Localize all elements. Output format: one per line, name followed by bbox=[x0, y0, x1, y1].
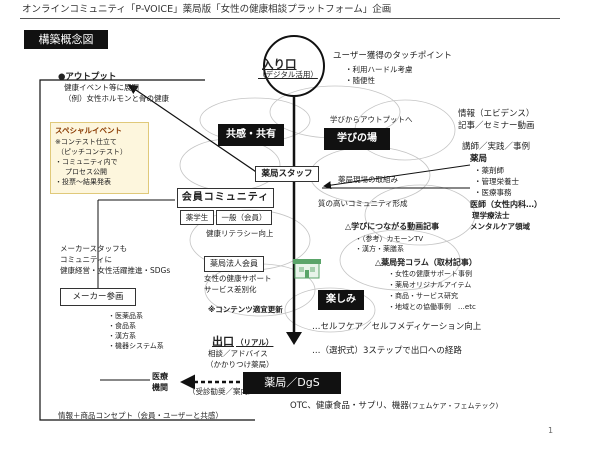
learn-to-output-label: 学びからアウトプットへ bbox=[330, 115, 413, 124]
maker-staff-line-2: コミュニティに bbox=[60, 255, 113, 264]
special-event-line-5: ・投票〜結果発表 bbox=[55, 178, 111, 186]
entry-sub: （デジタル活用） bbox=[258, 70, 318, 79]
column-title: △薬局発コラム（取材記事） bbox=[375, 258, 477, 267]
general-box: 一般（会員） bbox=[216, 210, 272, 225]
left-frame bbox=[39, 79, 255, 421]
pharmacy-item-3: ・医療事務 bbox=[474, 188, 512, 197]
student-box: 薬学生 bbox=[180, 210, 214, 225]
column-item-2: ・薬局オリジナルアイテム bbox=[388, 281, 472, 289]
field-approach-label: 薬局現場の取組み bbox=[338, 175, 398, 184]
maker-box: メーカー参画 bbox=[60, 288, 136, 306]
bottom-info-label: 情報＋商品コンセプト（会員・ユーザーと共感） bbox=[58, 411, 223, 420]
entry-title: 入り口 bbox=[262, 57, 297, 71]
exit-title: 出口 bbox=[212, 335, 234, 348]
output-title: ●アウトプット bbox=[58, 72, 117, 82]
main-arrow-head bbox=[286, 332, 302, 345]
literacy-label: 健康リテラシー向上 bbox=[206, 229, 274, 238]
pharmacy-item-1: ・薬剤師 bbox=[474, 166, 504, 175]
special-event-title: スペシャルイベント bbox=[55, 126, 122, 135]
otc-label: OTC、健康食品・サプリ、機器(フェムケア・フェムテック) bbox=[290, 401, 499, 411]
learn-to-output-arrow bbox=[128, 84, 269, 181]
exit-line-2: （かかりつけ薬局） bbox=[206, 360, 274, 369]
column-item-3: ・商品・サービス研究 bbox=[388, 292, 458, 300]
maker-item-4: ・機器システム系 bbox=[108, 342, 164, 350]
quality-community-label: 質の高いコミュニティ形成 bbox=[318, 199, 408, 208]
empathy-box: 共感・共有 bbox=[218, 124, 284, 146]
selfcare-label: …セルフケア／セルフメディケーション向上 bbox=[312, 322, 482, 332]
concept-label: 構築概念図 bbox=[24, 30, 108, 49]
therapist-line-1: 理学療法士 bbox=[472, 211, 510, 220]
steps-label: …（選択式）3ステップで出口への経路 bbox=[312, 346, 462, 356]
special-event-line-1: ※コンテスト仕立て bbox=[55, 138, 117, 146]
info-title: 情報（エビデンス） bbox=[458, 109, 535, 119]
maker-staff-line-3: 健康経営・女性活躍推進・SDGs bbox=[60, 266, 171, 275]
therapist-line-2: メンタルケア領域 bbox=[470, 222, 530, 231]
column-item-4: ・地域との協働事例 …etc bbox=[388, 303, 476, 311]
pharmacy-staff-box: 薬局スタッフ bbox=[255, 166, 319, 182]
video-item-2: ・漢方・薬膳系 bbox=[355, 245, 404, 253]
fun-box: 楽しみ bbox=[318, 290, 364, 310]
special-event-box: スペシャルイベント ※コンテスト仕立て （ピッチコンテスト） ・コミュニティ内で… bbox=[50, 122, 149, 194]
doctor-label: 医師（女性内科…） bbox=[470, 200, 542, 209]
medical-title-1: 医療 bbox=[152, 372, 168, 381]
page-title: オンラインコミュニティ「P-VOICE」薬局版「女性の健康相談プラットフォーム」… bbox=[22, 4, 392, 15]
corp-member-box: 薬局法人会員 bbox=[204, 256, 264, 272]
member-community-box: 会員コミュニティ bbox=[177, 188, 274, 208]
referral-label: （受診勧奨／案内） bbox=[188, 387, 256, 396]
special-event-line-3: ・コミュニティ内で bbox=[55, 158, 118, 166]
special-event-line-4: プロセス公開 bbox=[65, 168, 107, 176]
video-item-1: ・（参考）カモーンTV bbox=[355, 235, 424, 243]
maker-item-2: ・食品系 bbox=[108, 322, 136, 330]
content-update-label: ※コンテンツ適宜更新 bbox=[208, 305, 283, 314]
medical-title-2: 機関 bbox=[152, 383, 168, 392]
touchpoint-label: ユーザー獲得のタッチポイント bbox=[333, 51, 452, 61]
output-line-2: （例）女性ホルモンと骨の健康 bbox=[64, 94, 169, 103]
info-sub: 記事／セミナー動画 bbox=[458, 121, 535, 131]
video-articles-title: △学びにつながる動画記事 bbox=[345, 222, 440, 231]
learn-box: 学びの場 bbox=[324, 128, 390, 150]
special-event-line-2: （ピッチコンテスト） bbox=[57, 148, 127, 156]
dgs-box: 薬局／DgS bbox=[243, 372, 341, 394]
pharmacy-item-2: ・管理栄養士 bbox=[474, 177, 519, 186]
output-line-1: 健康イベント等に展開 bbox=[64, 83, 139, 92]
corp-line-2: サービス差別化 bbox=[204, 285, 257, 294]
page-number: 1 bbox=[548, 426, 554, 435]
column-item-1: ・女性の健康サポート事例 bbox=[388, 270, 472, 278]
exit-line-1: 相談／アドバイス bbox=[208, 349, 268, 358]
experts-line1: 講師／実践／事例 bbox=[462, 142, 531, 152]
otc-small: (フェムケア・フェムテック) bbox=[408, 402, 499, 410]
touchpoint-item-2: ・随便性 bbox=[345, 76, 375, 85]
maker-staff-line-1: メーカースタッフも bbox=[60, 244, 128, 253]
expert-arrow bbox=[323, 164, 471, 190]
pharmacy-title: 薬局 bbox=[470, 154, 488, 164]
maker-item-3: ・漢方系 bbox=[108, 332, 136, 340]
title-underline bbox=[20, 18, 560, 19]
exit-sub: （リアル） bbox=[236, 338, 274, 347]
maker-item-1: ・医薬品系 bbox=[108, 312, 143, 320]
pharmacy-building-icon bbox=[292, 258, 322, 280]
corp-line-1: 女性の健康サポート bbox=[204, 274, 272, 283]
touchpoint-item-1: ・利用ハードル考慮 bbox=[345, 65, 413, 74]
